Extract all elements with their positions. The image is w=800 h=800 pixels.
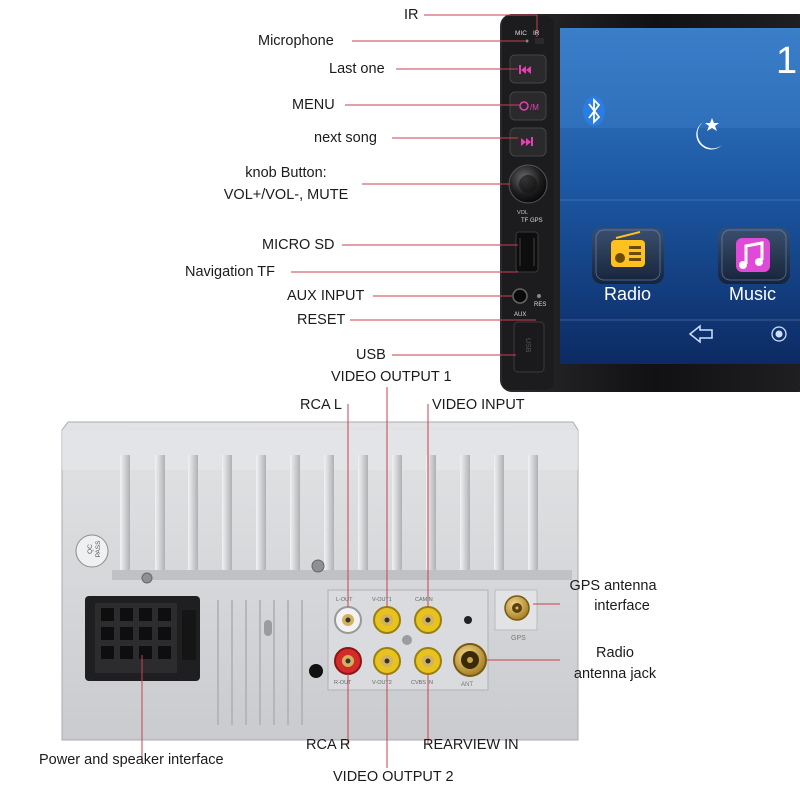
label-knob-line1: knob Button: bbox=[245, 165, 327, 181]
usb-port-cover[interactable] bbox=[513, 321, 545, 373]
label-next-song: next song bbox=[314, 130, 377, 146]
vent-slots bbox=[217, 600, 303, 725]
panel-hole bbox=[309, 664, 323, 678]
video-input-jack[interactable] bbox=[414, 606, 442, 634]
home-dot-icon[interactable] bbox=[771, 326, 787, 342]
cvbs-in-mark: CVBS IN bbox=[411, 680, 433, 686]
bluetooth-icon[interactable] bbox=[583, 96, 605, 126]
r-out-mark: R-OUT bbox=[334, 680, 352, 686]
mic-mark: MIC bbox=[515, 30, 527, 37]
gps-antenna-connector[interactable] bbox=[494, 589, 538, 631]
label-microphone: Microphone bbox=[258, 33, 334, 49]
chassis-screw bbox=[311, 559, 325, 573]
label-video-input: VIDEO INPUT bbox=[432, 397, 525, 413]
panel-screw bbox=[402, 635, 412, 645]
moon-star-icon bbox=[696, 118, 722, 150]
panel-marks: MIC IR VOL TF GPS RES AUX USB bbox=[514, 30, 546, 353]
mount-slot bbox=[264, 620, 272, 636]
rearview-in-jack[interactable] bbox=[414, 647, 442, 675]
label-video-output-2: VIDEO OUTPUT 2 bbox=[333, 769, 454, 785]
reset-hole[interactable] bbox=[537, 294, 541, 298]
label-last-one: Last one bbox=[329, 61, 385, 77]
label-power-speaker: Power and speaker interface bbox=[39, 752, 224, 768]
clock-digit: 1 bbox=[776, 40, 798, 82]
ir-mark: IR bbox=[533, 30, 540, 37]
chassis-screw bbox=[141, 572, 153, 584]
micro-sd-slot[interactable] bbox=[515, 231, 539, 273]
rear-marks: QC PASS GPS ANT L-OUT V-OUT1 CAMIN R-OUT… bbox=[87, 540, 526, 688]
panel-hole bbox=[464, 616, 472, 624]
head-unit-front: /M bbox=[500, 14, 800, 392]
l-out-mark: L-OUT bbox=[336, 597, 353, 603]
v-out1-mark: V-OUT1 bbox=[372, 597, 392, 603]
label-gps-line1: GPS antenna bbox=[569, 578, 657, 594]
radio-tile-label: Radio bbox=[604, 284, 652, 304]
label-gps-line2: interface bbox=[594, 598, 650, 614]
label-aux-input: AUX INPUT bbox=[287, 288, 365, 304]
radio-antenna-jack[interactable] bbox=[453, 643, 487, 677]
usb-mark: USB bbox=[524, 338, 531, 353]
label-knob-line2: VOL+/VOL-, MUTE bbox=[223, 187, 349, 203]
heatsink-fins bbox=[120, 455, 538, 575]
music-tile-label: Music bbox=[729, 284, 777, 304]
rca-l-out-jack[interactable] bbox=[334, 606, 362, 634]
vol-mark: VOL bbox=[517, 210, 528, 216]
pass-mark: PASS bbox=[95, 540, 102, 558]
radio-app-tile[interactable] bbox=[592, 228, 664, 284]
label-reset: RESET bbox=[297, 312, 346, 328]
label-usb: USB bbox=[356, 347, 386, 363]
label-micro-sd: MICRO SD bbox=[262, 237, 335, 253]
radio-icon bbox=[611, 231, 645, 267]
leader-lines bbox=[141, 14, 560, 768]
mic-hole bbox=[525, 39, 529, 43]
power-icon bbox=[519, 101, 529, 111]
music-app-tile[interactable] bbox=[718, 228, 790, 284]
qc-mark: QC bbox=[87, 544, 94, 554]
label-menu: MENU bbox=[292, 97, 335, 113]
label-ir: IR bbox=[404, 7, 419, 23]
cam-mark: CAMIN bbox=[415, 597, 433, 603]
label-radio-line2: antenna jack bbox=[573, 666, 657, 682]
v-out2-mark: V-OUT2 bbox=[372, 680, 392, 686]
label-rca-r: RCA R bbox=[306, 737, 351, 753]
label-video-output-1: VIDEO OUTPUT 1 bbox=[331, 369, 452, 385]
prev-track-icon bbox=[521, 66, 531, 74]
ant-mark: ANT bbox=[461, 682, 473, 688]
qc-pass-sticker bbox=[75, 534, 109, 568]
res-mark: RES bbox=[534, 302, 546, 308]
label-rearview-in: REARVIEW IN bbox=[423, 737, 519, 753]
aux-jack[interactable] bbox=[512, 288, 528, 304]
ir-window bbox=[535, 38, 544, 44]
label-navigation-tf: Navigation TF bbox=[185, 264, 275, 280]
rear-chassis bbox=[61, 421, 579, 741]
label-radio-line1: Radio bbox=[596, 645, 634, 661]
gps-mark: GPS bbox=[511, 635, 526, 642]
display-screen bbox=[560, 28, 800, 364]
svg-text:/M: /M bbox=[530, 103, 539, 112]
back-arrow-icon[interactable] bbox=[688, 324, 713, 344]
rca-r-out-jack[interactable] bbox=[334, 647, 362, 675]
label-rca-l: RCA L bbox=[300, 397, 342, 413]
iso-power-speaker-connector[interactable] bbox=[85, 596, 200, 681]
video-out2-jack[interactable] bbox=[373, 647, 401, 675]
aux-mark: AUX bbox=[514, 312, 526, 318]
next-track-icon bbox=[521, 138, 531, 146]
tf-gps-mark: TF GPS bbox=[521, 218, 543, 224]
video-out1-jack[interactable] bbox=[373, 606, 401, 634]
music-note-icon bbox=[736, 238, 770, 272]
